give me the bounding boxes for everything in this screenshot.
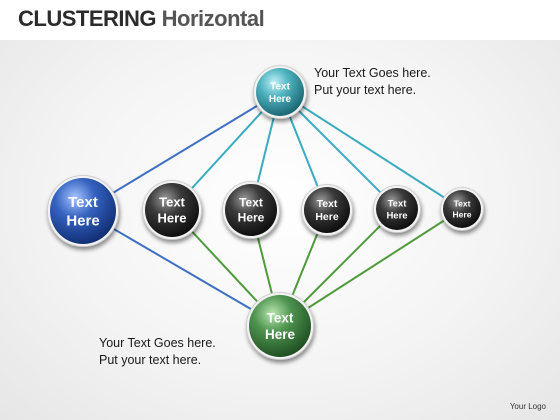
title-bold: CLUSTERING	[18, 6, 157, 31]
node-row-1-sphere	[145, 183, 199, 237]
logo-text: Your Logo	[509, 402, 546, 411]
node-row-2-sphere	[225, 184, 277, 236]
callout-bottom-line1: Your Text Goes here.	[99, 336, 216, 350]
node-row-4-label-line1: Text	[388, 198, 408, 209]
node-top-sphere	[256, 68, 304, 116]
node-row-3-sphere	[304, 187, 350, 233]
node-bottom-label-line1: Text	[267, 310, 294, 325]
callout-bottom: Your Text Goes here. Put your text here.	[99, 335, 216, 369]
callout-top-line2: Put your text here.	[314, 83, 417, 97]
node-row-5-label-line2: Here	[453, 209, 472, 219]
node-row-3-label-line2: Here	[315, 211, 339, 223]
edge-row-5-to-bottom	[279, 208, 463, 327]
node-row-5-sphere	[443, 190, 481, 228]
edge-top-to-row-4	[279, 91, 398, 210]
edge-left-to-bottom	[82, 210, 281, 327]
callout-bottom-line2: Put your text here.	[99, 353, 202, 367]
title-band	[0, 0, 560, 40]
node-row-1-label-line1: Text	[159, 194, 185, 209]
node-bottom-sphere	[249, 295, 311, 357]
node-top-label-line2: Here	[269, 94, 292, 105]
node-left-sphere	[50, 178, 116, 244]
slide-title: CLUSTERING Horizontal	[18, 6, 265, 32]
node-row-3-label-line1: Text	[317, 198, 338, 210]
node-bottom-label-line2: Here	[265, 327, 296, 342]
node-row-4-label-line2: Here	[386, 210, 407, 221]
node-left-label-line2: Here	[66, 213, 99, 230]
node-top-label-line1: Text	[270, 81, 290, 92]
node-row-2-label-line1: Text	[239, 196, 263, 210]
node-row-2-label-line2: Here	[238, 211, 265, 225]
title-light: Horizontal	[161, 6, 265, 31]
node-left-label-line1: Text	[68, 194, 98, 211]
edge-top-to-row-5	[279, 91, 463, 210]
node-row-4-sphere	[376, 188, 418, 230]
callout-top-line1: Your Text Goes here.	[314, 66, 431, 80]
edge-top-to-left	[82, 91, 281, 212]
node-row-5-label-line1: Text	[454, 199, 471, 209]
node-row-1-label-line2: Here	[158, 211, 187, 226]
node-layer: TextHereTextHereTextHereTextHereTextHere…	[47, 65, 484, 360]
callout-top: Your Text Goes here. Put your text here.	[314, 65, 431, 99]
